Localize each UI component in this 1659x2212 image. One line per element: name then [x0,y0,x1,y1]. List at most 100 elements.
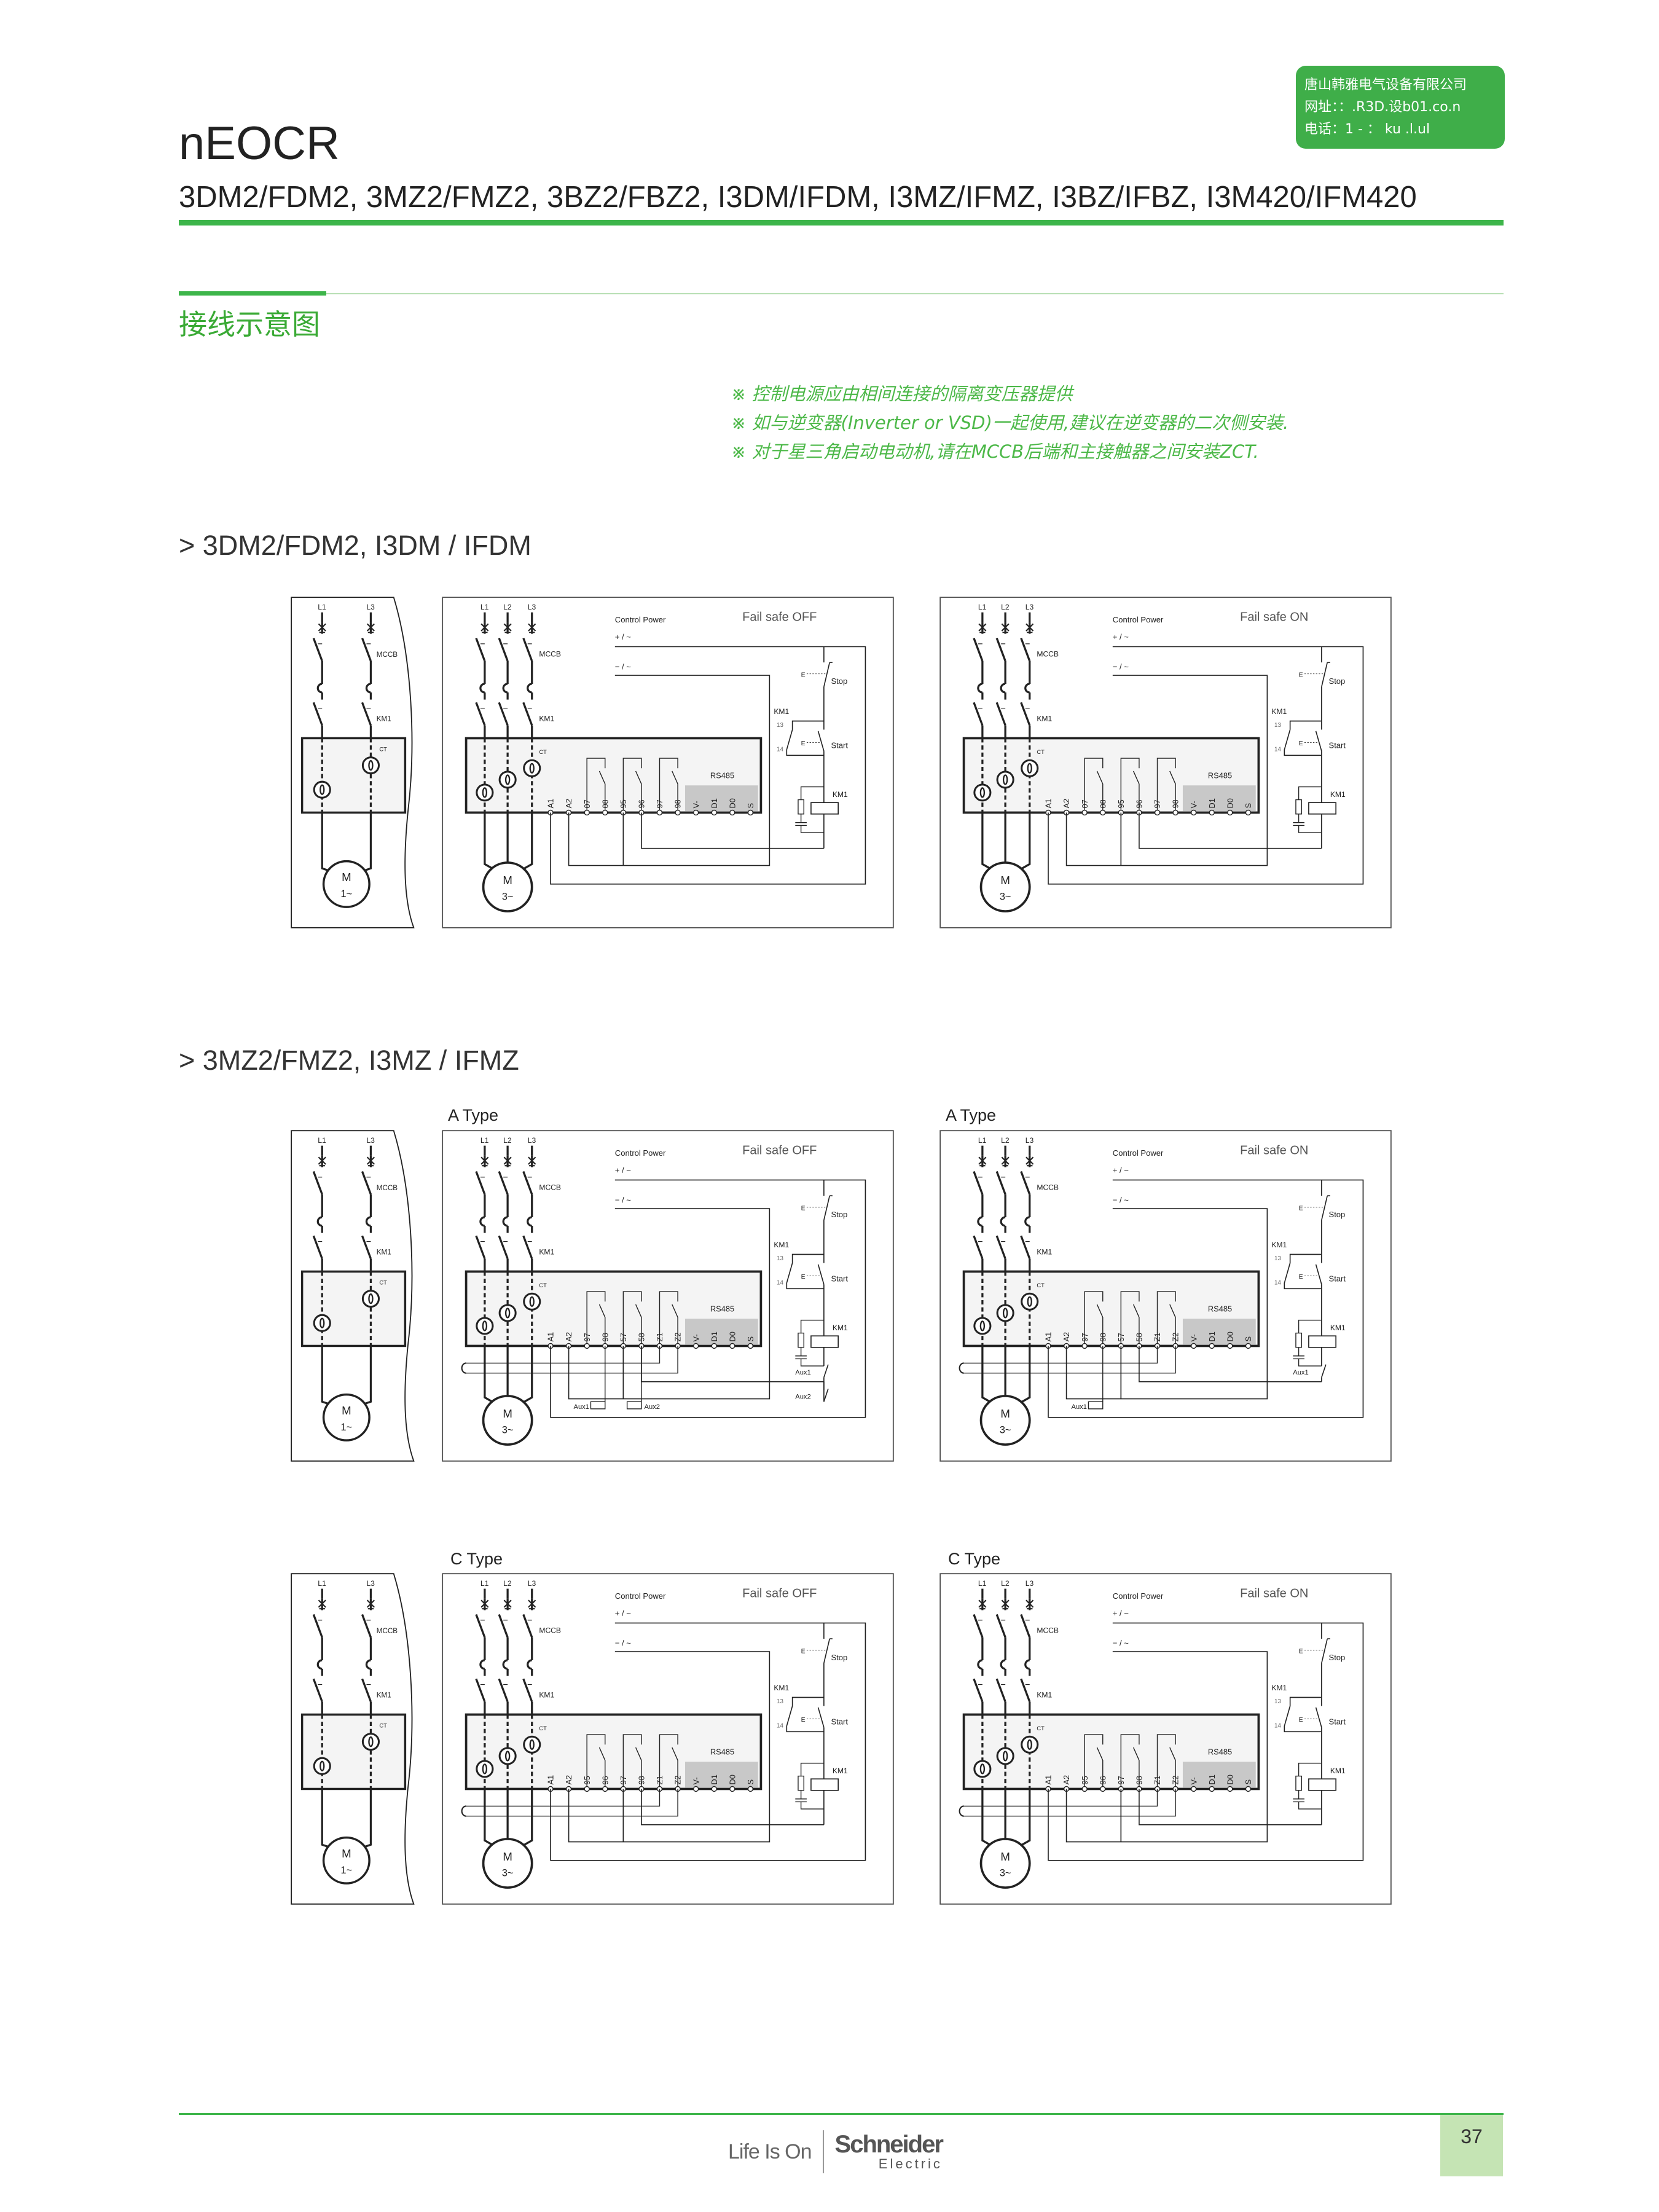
zct-icon [959,1362,964,1374]
relay-contact [586,1734,606,1789]
relay-contact [622,1734,642,1789]
km1-aux-label: KM1 [1271,1684,1287,1692]
ct-coil-icon [973,1317,992,1335]
motor-label: 3~ [502,891,514,902]
control-power-label: Control Power [1113,1148,1164,1158]
terminal-label: D0 [1225,798,1234,808]
ct-label: CT [1037,1725,1045,1732]
diagram-frame [291,597,415,928]
ct-core [482,787,488,798]
terminal [692,809,699,816]
motor-lead [321,1346,331,1406]
control-power-label: Control Power [615,615,666,624]
terminal-label: V- [691,1334,700,1341]
km1-contact [498,1678,509,1703]
control-power-label: Control Power [615,1148,666,1158]
rc-snubber [795,786,824,833]
relay-contact [622,758,642,813]
ct-coil-icon [498,1747,517,1765]
aux-contact-label: Aux1 [795,1369,810,1376]
terminal-label: D1 [1207,1775,1217,1784]
terminal-number: 14 [1274,1279,1281,1286]
ct-core [368,1736,374,1747]
terminal-label: 96 [637,799,646,808]
km1-aux-contact [1284,1253,1322,1290]
relay-contact [1156,758,1176,813]
aux-contact [823,1364,829,1378]
minus-label: − / ~ [1113,1639,1129,1648]
mccb-contact [973,637,984,662]
note: ※ 控制电源应由相间连接的隔离变压器提供 [731,383,1073,404]
motor-lead [981,1789,993,1847]
mccb-contact [361,637,372,662]
motor-label: M [503,874,512,887]
ct-label: CT [539,749,547,755]
stop-button-contact [1321,662,1328,687]
mccb-contact [995,1614,1006,1638]
thermal-loop [365,1216,371,1227]
thermal-loop [365,683,371,694]
motor-lead [1019,812,1031,871]
rc-snubber [1293,1762,1322,1810]
ct-label: CT [379,1279,387,1285]
terminal-label: 98 [1135,1776,1144,1784]
stop-label: Stop [1329,677,1346,686]
terminal-label: Z2 [673,1776,683,1785]
thermal-loop [977,1659,983,1670]
mccb-label: MCCB [539,1626,561,1635]
thermal-loop [365,1659,371,1670]
terminal [584,809,590,816]
start-label: Start [1329,1274,1346,1284]
km1-coil-icon [810,802,839,815]
mccb-contact [312,637,323,662]
ct-core [1002,1751,1008,1762]
phase-label: L2 [1001,1136,1010,1145]
terminal-label: S [1244,1336,1253,1342]
terminal-label: 57 [1116,1333,1126,1341]
company-name: 唐山韩雅电气设备有限公司 [1304,77,1467,93]
minus-label: − / ~ [1113,662,1129,672]
plus-wire [550,646,866,885]
actuator-label: E [1299,1717,1303,1724]
actuator-label: E [1299,1274,1303,1281]
note: ※ 如与逆变器(Inverter or VSD)一起使用,建议在逆变器的二次侧安… [731,412,1289,433]
terminal-label: V- [691,1777,700,1784]
thermal-loop [502,1216,508,1227]
stop-label: Stop [831,1210,848,1219]
relay-contact [1084,758,1104,813]
motor-lead [1019,1346,1031,1404]
motor-label: 1~ [341,888,353,900]
ct-coil-icon [498,771,517,789]
thermal-loop [527,1216,532,1227]
thermal-loop [1024,1216,1030,1227]
mccb-contact [995,1171,1006,1195]
stop-label: Stop [1329,1210,1346,1219]
page-number: 37 [1440,2115,1503,2176]
km1-contact [312,1678,323,1703]
aux-coil-label: Aux2 [645,1403,660,1411]
km1-contact [475,1678,486,1703]
mccb-contact [522,1171,533,1195]
terminal-label: 96 [1098,1776,1107,1784]
terminal-label: D1 [710,1775,719,1784]
km1-aux-contact [786,1696,824,1733]
ct-core [979,787,986,798]
terminal [729,809,735,816]
terminal-label: 97 [655,799,664,808]
km1-coil-label: KM1 [1330,1767,1346,1775]
aux-contact-label: Aux2 [795,1394,810,1401]
thermal-loop [1024,1659,1030,1670]
control-power-label: Control Power [1113,1591,1164,1601]
type-label: C Type [450,1550,503,1568]
phase-label: L3 [366,1579,375,1588]
km1-label: KM1 [377,1249,391,1257]
stop-button-contact [1321,1638,1328,1663]
mccb-contact [361,1171,372,1195]
diagram-frame [939,1130,1392,1462]
terminal [1100,1786,1106,1792]
ct-coil-icon [1021,759,1039,777]
ct-core [504,774,511,785]
km1-contact [1020,702,1031,726]
